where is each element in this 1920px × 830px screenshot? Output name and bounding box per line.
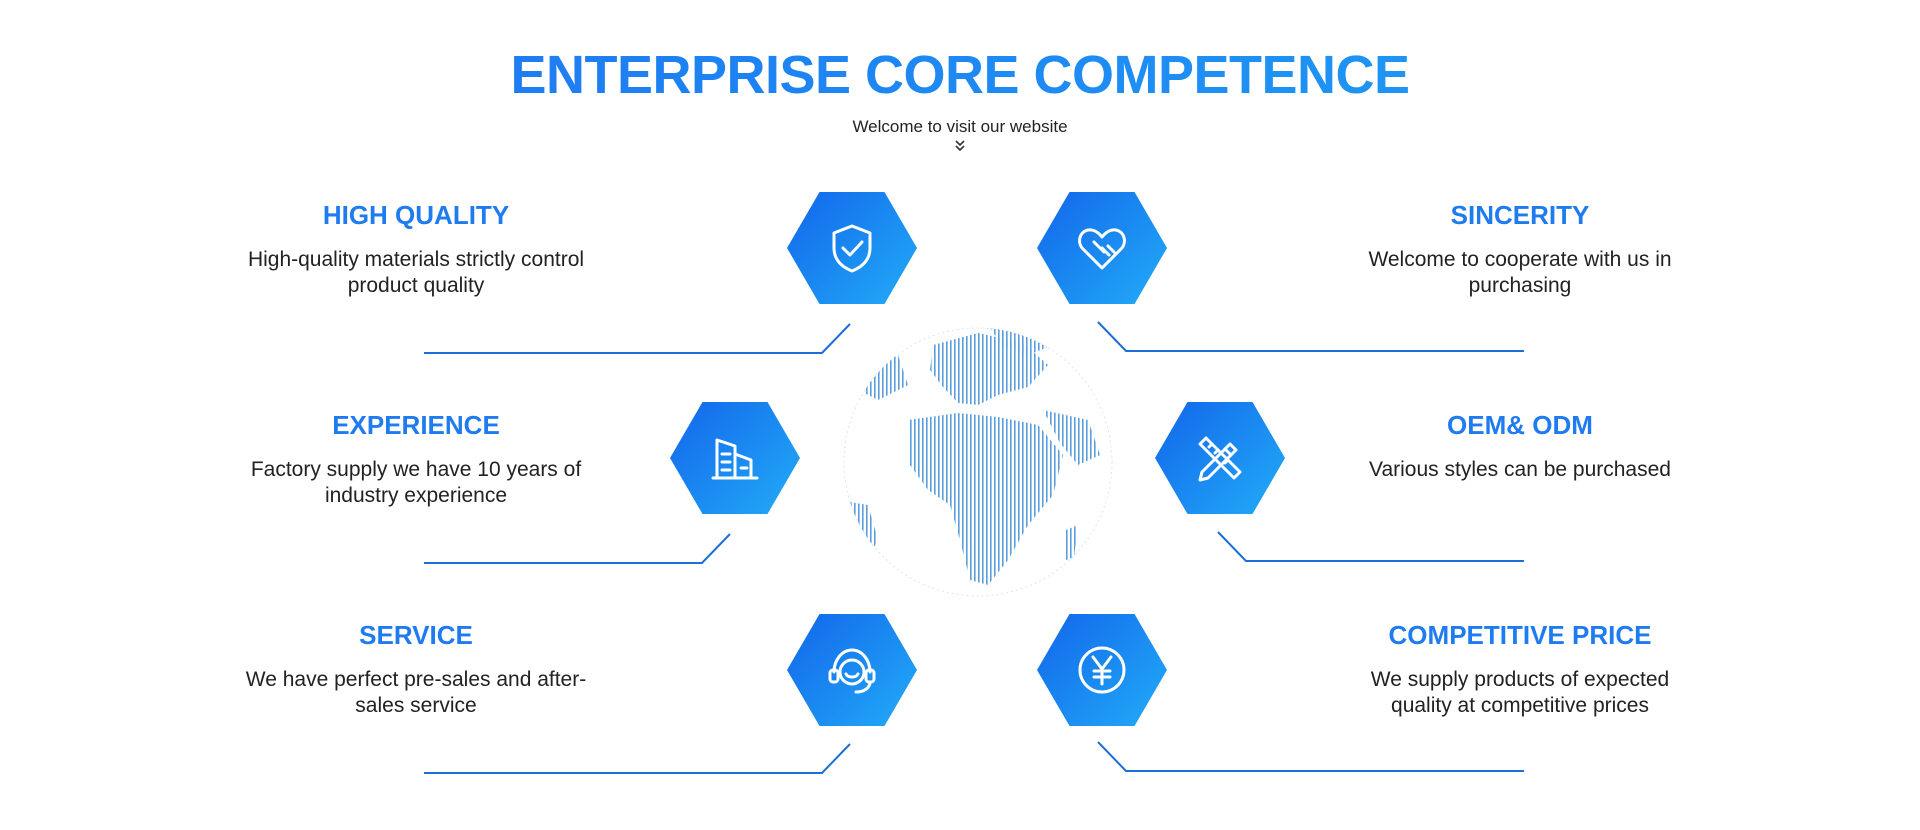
competence-hex-high-quality[interactable]	[787, 192, 917, 304]
headset-service-icon	[828, 648, 876, 694]
competence-text: High-quality materials strictly control …	[247, 248, 585, 297]
pencil-ruler-icon	[1198, 436, 1242, 482]
competence-text: Factory supply we have 10 years of indus…	[250, 458, 582, 507]
double-chevron-down-icon[interactable]	[951, 137, 969, 155]
competence-title: EXPERIENCE	[332, 410, 500, 440]
competence-title: COMPETITIVE PRICE	[1388, 620, 1652, 650]
factory-building-icon	[711, 438, 759, 480]
globe-icon	[843, 327, 1113, 597]
competence-title: OEM& ODM	[1447, 410, 1593, 440]
competence-text: We supply products of expected quality a…	[1370, 668, 1670, 717]
competence-title: SINCERITY	[1450, 200, 1590, 230]
page-subtitle: Welcome to visit our website	[852, 117, 1068, 136]
connector-sincerity	[1097, 321, 1524, 352]
connector-service	[424, 743, 851, 774]
connector-competitive-price	[1097, 741, 1524, 772]
connector-oem-odm	[1217, 531, 1524, 562]
competence-text: Various styles can be purchased	[1369, 458, 1671, 481]
competence-text: Welcome to cooperate with us in purchasi…	[1368, 248, 1672, 297]
competence-card-oem-odm: OEM& ODM Various styles can be purchased	[1310, 410, 1730, 483]
page-title: ENTERPRISE CORE COMPETENCE	[0, 44, 1920, 106]
connector-experience	[424, 533, 731, 564]
competence-hex-service[interactable]	[787, 614, 917, 726]
yen-coin-icon	[1078, 646, 1126, 694]
competence-card-sincerity: SINCERITY Welcome to cooperate with us i…	[1310, 200, 1730, 299]
competence-card-service: SERVICE We have perfect pre-sales and af…	[206, 620, 626, 719]
competence-title: SERVICE	[359, 620, 473, 650]
competence-card-high-quality: HIGH QUALITY High-quality materials stri…	[206, 200, 626, 299]
heart-handshake-icon	[1078, 228, 1126, 270]
competence-card-competitive-price: COMPETITIVE PRICE We supply products of …	[1310, 620, 1730, 719]
competence-text: We have perfect pre-sales and after-sale…	[245, 668, 587, 717]
connector-high-quality	[424, 323, 851, 354]
shield-check-icon	[832, 224, 872, 273]
competence-card-experience: EXPERIENCE Factory supply we have 10 yea…	[206, 410, 626, 509]
competence-title: HIGH QUALITY	[322, 200, 510, 230]
competence-hex-experience[interactable]	[670, 402, 800, 514]
